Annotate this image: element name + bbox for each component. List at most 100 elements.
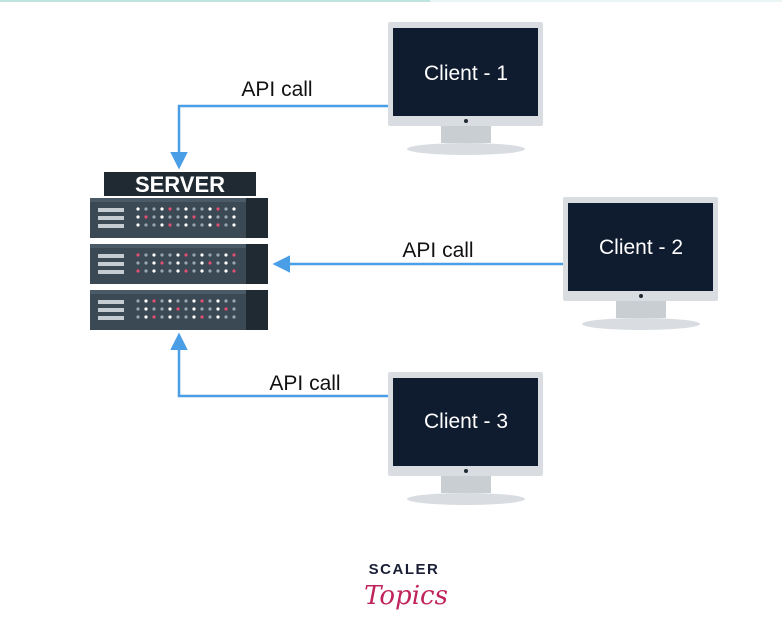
server-led [168, 223, 172, 227]
server-led [208, 253, 212, 257]
server-unit-2-leds [136, 253, 236, 273]
server-led [224, 253, 228, 257]
server-led [168, 315, 172, 319]
server-led [192, 315, 196, 319]
server-led [168, 207, 172, 211]
api-call-label-2: API call [402, 239, 473, 262]
server-led [144, 253, 148, 257]
server-led [200, 215, 204, 219]
server-led [144, 215, 148, 219]
server-led [200, 299, 204, 303]
server-led [216, 299, 220, 303]
client-3-label: Client - 3 [424, 410, 508, 433]
server-led [152, 261, 156, 265]
server-led [152, 215, 156, 219]
server-led [216, 253, 220, 257]
server-led [192, 269, 196, 273]
server-unit-3-leds [136, 299, 236, 319]
server-led [208, 223, 212, 227]
server-led [232, 307, 236, 311]
server-led [208, 215, 212, 219]
api-call-label-1: API call [241, 78, 312, 101]
server-led [136, 315, 140, 319]
server-led [136, 223, 140, 227]
client-1-monitor: Client - 1 [388, 22, 543, 155]
server-led [144, 315, 148, 319]
server-led [184, 223, 188, 227]
server-led [232, 269, 236, 273]
server-led [176, 269, 180, 273]
server-led [144, 307, 148, 311]
server-led [168, 269, 172, 273]
server-led [176, 299, 180, 303]
client-1-power-led [464, 119, 468, 123]
arrow-client-1-to-server [170, 104, 388, 170]
server-led [184, 261, 188, 265]
server-unit-1 [90, 198, 268, 238]
server-led [208, 261, 212, 265]
client-3-monitor: Client - 3 [388, 372, 543, 505]
server-led [224, 269, 228, 273]
server-led [184, 315, 188, 319]
client-2-power-led [639, 294, 643, 298]
server-led [216, 269, 220, 273]
client-1-label: Client - 1 [424, 62, 508, 85]
server-led [168, 307, 172, 311]
server-led [136, 261, 140, 265]
server-led [232, 215, 236, 219]
server-led [176, 223, 180, 227]
server-led [232, 253, 236, 257]
server-led [160, 307, 164, 311]
client-2-screen [568, 203, 713, 291]
server-led [136, 253, 140, 257]
server-led [144, 223, 148, 227]
server-led [192, 253, 196, 257]
server-led [136, 207, 140, 211]
brand-line-1: SCALER [369, 561, 440, 578]
server-led [208, 315, 212, 319]
server-led [176, 315, 180, 319]
server-led [144, 299, 148, 303]
connector-client-1: API call [170, 78, 388, 170]
arrow-client-3-to-server [170, 332, 388, 398]
server-led [184, 269, 188, 273]
server-led [136, 299, 140, 303]
server-led [168, 253, 172, 257]
server-led [168, 215, 172, 219]
brand-line-2: Topics [364, 581, 448, 611]
server-led [144, 269, 148, 273]
client-3-power-led [464, 469, 468, 473]
server-led [152, 269, 156, 273]
server-led [176, 307, 180, 311]
server-led [224, 307, 228, 311]
server-led [184, 207, 188, 211]
server-led [200, 223, 204, 227]
server-led [184, 253, 188, 257]
server-led [152, 307, 156, 311]
server-led [160, 223, 164, 227]
server-led [224, 207, 228, 211]
client-3-screen [393, 378, 538, 466]
server-led [192, 299, 196, 303]
server-led [160, 269, 164, 273]
api-call-label-3: API call [269, 372, 340, 395]
server-led [176, 261, 180, 265]
server-led [160, 207, 164, 211]
server-led [144, 261, 148, 265]
server-led [136, 215, 140, 219]
server-led [224, 299, 228, 303]
server-led [176, 215, 180, 219]
server-led [200, 307, 204, 311]
server-led [160, 253, 164, 257]
server-unit-2 [90, 244, 268, 284]
server-led [160, 315, 164, 319]
connector-client-3: API call [170, 332, 388, 398]
server-led [152, 315, 156, 319]
server-led [200, 261, 204, 265]
server-led [200, 207, 204, 211]
server-led [184, 299, 188, 303]
server-led [192, 307, 196, 311]
server-led [216, 307, 220, 311]
server-led [232, 299, 236, 303]
connector-client-2: API call [272, 239, 563, 273]
